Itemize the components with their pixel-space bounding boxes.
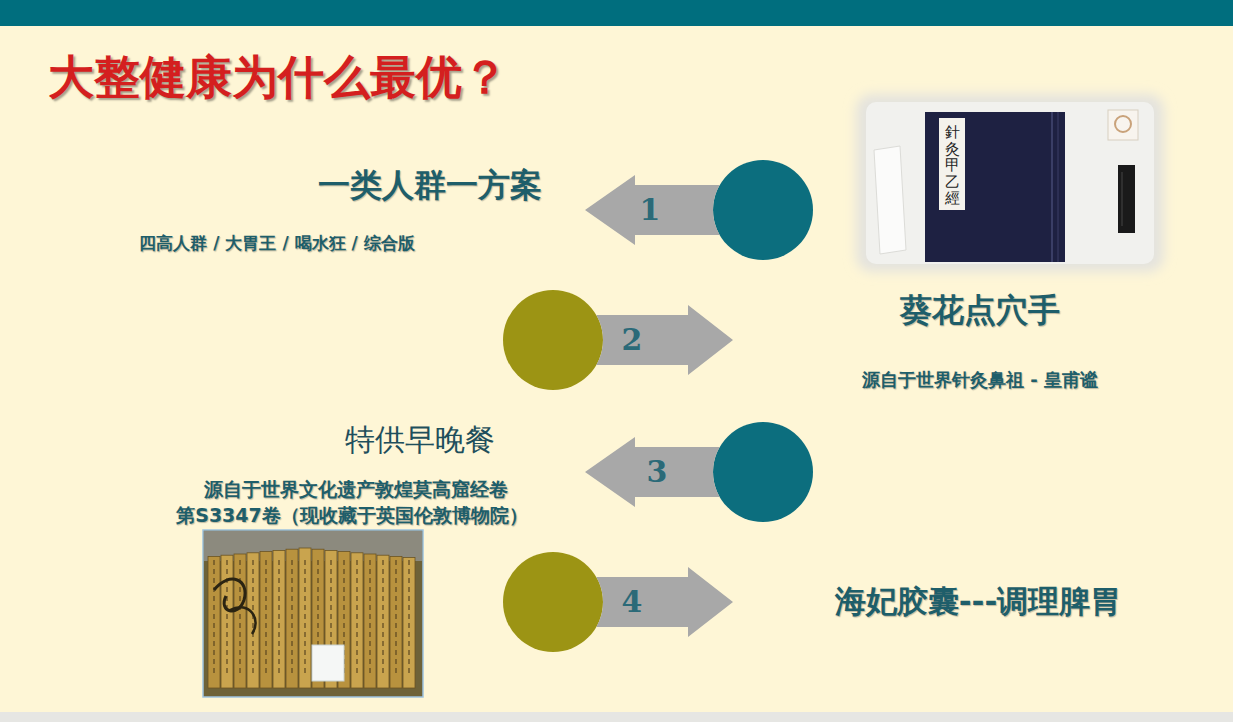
arrow-outline <box>596 567 733 637</box>
callout-number: 2 <box>622 325 643 355</box>
teal-circle <box>713 422 813 522</box>
slat-glyphs <box>252 560 253 676</box>
book-cover <box>925 112 1065 262</box>
slat-glyphs <box>382 560 383 676</box>
slat-glyphs <box>291 560 292 676</box>
text-label: 源自于世界文化遗产敦煌莫高窟经卷 <box>204 479 508 501</box>
bamboo-slat <box>364 554 376 688</box>
callout-number: 4 <box>622 587 643 617</box>
bottom-strip <box>0 712 1233 722</box>
slat-glyphs <box>278 560 279 676</box>
ink-stick <box>1118 165 1135 233</box>
bamboo-slat <box>299 548 311 688</box>
slat-glyphs <box>304 560 305 676</box>
top-bar <box>0 0 1233 26</box>
bamboo-slats <box>208 548 415 688</box>
text-label: 葵花点穴手 <box>900 292 1060 329</box>
bamboo-slat <box>260 552 272 688</box>
binding-line <box>1051 112 1053 262</box>
arrow-outline <box>596 305 733 375</box>
bamboo-slat <box>234 554 246 688</box>
slat-glyphs <box>265 560 266 676</box>
white-card <box>312 645 344 681</box>
slat-glyphs <box>356 560 357 676</box>
ink-stick-mark <box>1122 172 1123 226</box>
bamboo-slat <box>273 550 285 688</box>
bamboo-slat <box>221 555 233 688</box>
slat-glyphs <box>213 560 214 676</box>
text-label: 一类人群一方案 <box>318 167 542 204</box>
bamboo-slat <box>403 558 415 688</box>
bamboo-slat <box>247 553 259 688</box>
arrow-body <box>596 305 733 375</box>
photo-glow <box>856 94 1164 272</box>
bamboo-slat <box>377 555 389 688</box>
arrow-shape: 3 <box>585 437 720 507</box>
arrow-body <box>585 437 720 507</box>
olive-circle <box>503 290 603 390</box>
binding-line <box>1058 112 1059 262</box>
bamboo-scroll-photo <box>203 530 423 697</box>
arrow-body <box>585 175 720 245</box>
paper-sheet <box>874 146 906 254</box>
olive-circle <box>503 552 603 652</box>
text-label: 特供早晚餐 <box>345 423 495 458</box>
book-photo <box>856 94 1164 272</box>
photo-frame <box>203 530 423 697</box>
text-label: 第S3347卷（现收藏于英国伦敦博物院） <box>176 505 528 527</box>
bamboo-slat <box>286 549 298 688</box>
callout-number: 3 <box>647 457 668 487</box>
slide-title: 大整健康为什么最优？ <box>48 50 508 105</box>
text-label: 四高人群 / 大胃王 / 喝水狂 / 综合版 <box>139 234 414 254</box>
teal-circle <box>713 160 813 260</box>
seal-card <box>1108 110 1138 140</box>
dragon-ornament <box>230 607 256 634</box>
arrow-shape: 1 <box>585 175 720 245</box>
slat-glyphs <box>239 560 240 676</box>
arrow-shape: 2 <box>596 305 733 375</box>
seal-mark <box>1115 116 1131 132</box>
arrow-body <box>596 567 733 637</box>
bamboo-slat <box>208 556 220 688</box>
arrow-shape: 4 <box>596 567 733 637</box>
slat-glyphs <box>395 560 396 676</box>
title-strip <box>939 118 965 210</box>
text-label: 源自于世界针灸鼻祖 - 皇甫谧 <box>862 370 1098 391</box>
book-title: 針灸甲乙經 <box>945 124 960 207</box>
slat-glyphs <box>226 560 227 676</box>
bamboo-slat <box>390 556 402 688</box>
photo-ground <box>866 102 1154 264</box>
callout-number: 1 <box>640 195 661 225</box>
bamboo-slat <box>351 553 363 688</box>
slat-glyphs <box>408 560 409 676</box>
text-label: 海妃胶囊---调理脾胃 <box>835 584 1122 620</box>
slat-glyphs <box>369 560 370 676</box>
